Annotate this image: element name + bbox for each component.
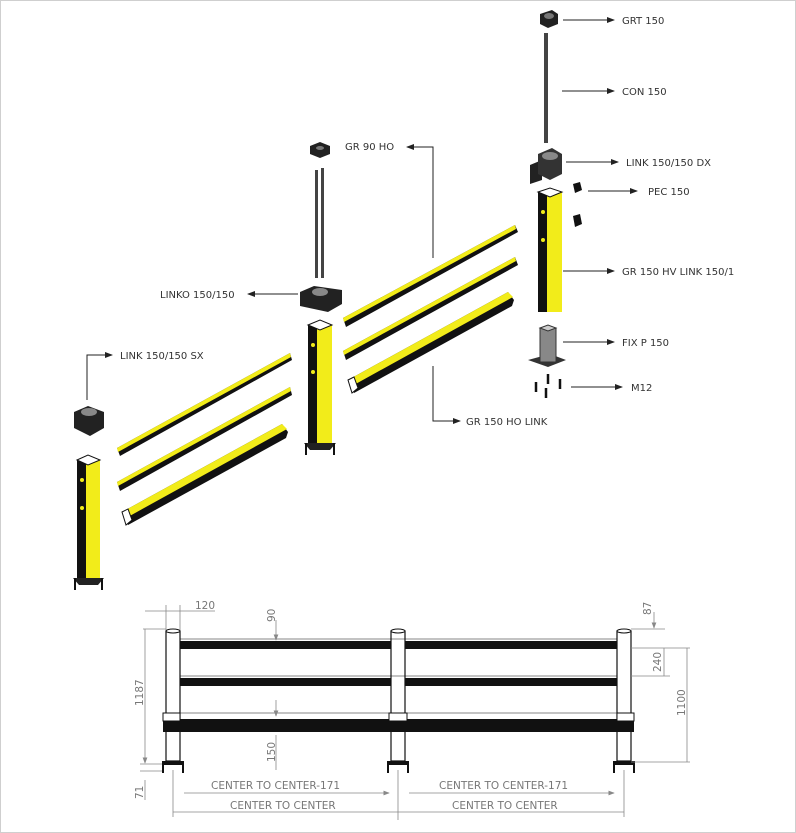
pec-150-plug	[573, 214, 582, 227]
gr-90-ho-rail-top	[343, 225, 518, 327]
gr-90-ho-rail-middle	[343, 257, 518, 360]
rail-left-top	[117, 353, 292, 456]
label-link-150-dx: LINK 150/150 DX	[626, 158, 711, 169]
dim-87: 87	[642, 602, 654, 615]
linko-150-150-connector	[300, 286, 342, 312]
dim-c2c-171-left: CENTER TO CENTER-171	[211, 780, 340, 792]
m12-bolts	[534, 374, 562, 398]
dim-1187: 1187	[134, 679, 146, 706]
front-elevation	[140, 605, 690, 820]
dim-90: 90	[266, 609, 278, 622]
gr-150-ho-rail-bottom	[347, 292, 514, 394]
label-gr-150-hv: GR 150 HV LINK 150/1	[622, 267, 734, 278]
grt-150-cap	[540, 10, 558, 28]
fix-p-150-base	[528, 324, 566, 367]
con-rod	[321, 168, 324, 278]
dim-240: 240	[652, 652, 664, 672]
label-link-150-sx: LINK 150/150 SX	[120, 351, 204, 362]
dim-c2c-left: CENTER TO CENTER	[230, 800, 336, 812]
label-gr-150-ho-link: GR 150 HO LINK	[466, 417, 548, 428]
label-m12: M12	[631, 383, 652, 394]
label-gr-90-ho: GR 90 HO	[345, 142, 394, 153]
con-rods-middle	[315, 170, 318, 278]
rail-left-bottom	[121, 424, 288, 526]
link-150-dx	[530, 148, 562, 184]
left-post	[73, 454, 104, 590]
dim-c2c-right: CENTER TO CENTER	[452, 800, 558, 812]
grt-cap-middle	[310, 142, 330, 158]
label-con-150: CON 150	[622, 87, 667, 98]
gr-150-hv-post-right	[536, 187, 564, 312]
label-pec-150: PEC 150	[648, 187, 690, 198]
pec-150-plug	[573, 182, 582, 193]
middle-post	[304, 319, 336, 455]
dim-1100: 1100	[676, 689, 688, 716]
dim-71: 71	[134, 786, 146, 799]
dim-120: 120	[195, 600, 215, 612]
con-150-rod	[544, 33, 548, 143]
rail-left-middle	[117, 387, 292, 491]
label-linko-150-150: LINKO 150/150	[160, 290, 235, 301]
dim-150: 150	[266, 742, 278, 762]
dim-c2c-171-right: CENTER TO CENTER-171	[439, 780, 568, 792]
label-fix-p-150: FIX P 150	[622, 338, 669, 349]
link-150-sx-connector	[74, 406, 104, 436]
label-grt-150: GRT 150	[622, 16, 664, 27]
